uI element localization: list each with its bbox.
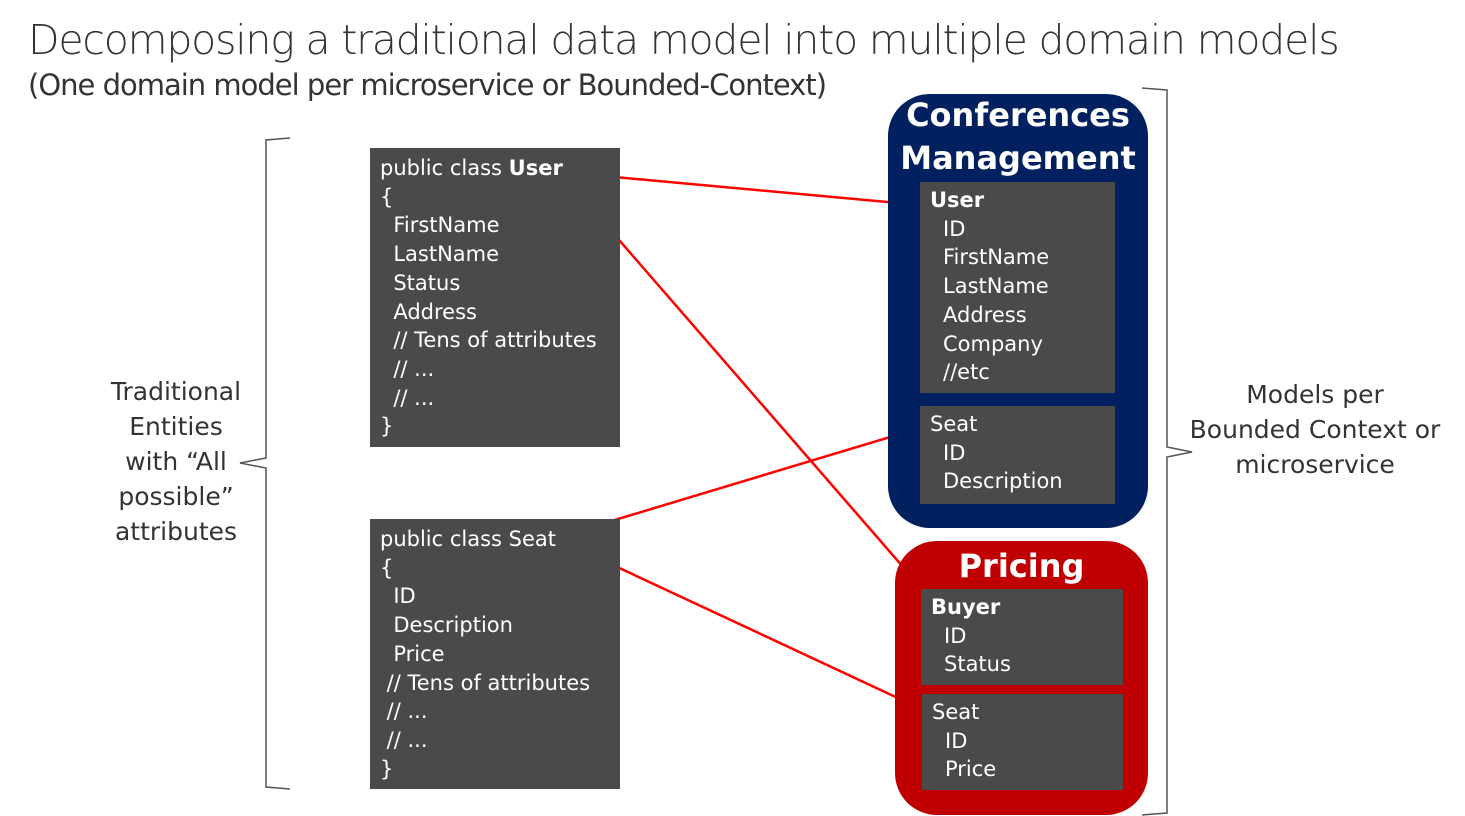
- label-line: possible”: [118, 482, 234, 511]
- code-line: Status: [380, 270, 461, 295]
- models-per-context-label: Models per Bounded Context or microservi…: [1175, 377, 1455, 482]
- code-line: // ...: [380, 385, 435, 410]
- code-line: // ...: [380, 699, 428, 724]
- entity-field: Price: [945, 757, 997, 782]
- context-title: Pricing: [958, 547, 1085, 585]
- code-line: {: [380, 184, 394, 209]
- entity-name: Seat: [930, 412, 978, 436]
- entity-field: ID: [943, 440, 966, 465]
- code-line: }: [380, 414, 394, 439]
- arrow-user-to-conferences-user: [559, 170, 920, 205]
- label-line: with “All: [125, 447, 227, 476]
- entity-field: Company: [943, 331, 1043, 356]
- code-line: }: [380, 756, 394, 781]
- pricing-seat-entity: Seat ID Price: [922, 694, 1123, 790]
- code-line: // ...: [380, 727, 428, 752]
- entity-field: FirstName: [943, 245, 1050, 270]
- seat-class-box: public class Seat { ID Description Price…: [370, 519, 620, 789]
- title-line: Management: [900, 139, 1136, 177]
- code-line: // ...: [380, 356, 435, 381]
- label-line: Bounded Context or: [1189, 415, 1441, 444]
- entity-field: ID: [944, 623, 967, 648]
- entity-field: //etc: [943, 360, 990, 385]
- right-brace: [1141, 87, 1193, 816]
- entity-field: Status: [944, 652, 1011, 677]
- entity-field: ID: [945, 728, 968, 753]
- entity-field: Description: [943, 469, 1063, 494]
- user-class-box: public class User { FirstName LastName S…: [370, 148, 620, 447]
- page-subtitle: (One domain model per microservice or Bo…: [28, 68, 827, 102]
- code-line: LastName: [380, 242, 500, 267]
- title-line: Conferences: [906, 96, 1130, 134]
- code-line: // Tens of attributes: [380, 670, 591, 695]
- label-line: microservice: [1235, 450, 1395, 479]
- label-line: Models per: [1246, 380, 1384, 409]
- conferences-user-entity: User ID FirstName LastName Address Compa…: [920, 182, 1115, 393]
- code-line: Address: [380, 299, 477, 324]
- code-line: FirstName: [380, 213, 500, 238]
- code-line: Price: [380, 641, 445, 666]
- code-line: // Tens of attributes: [380, 328, 597, 353]
- label-line: Traditional: [110, 377, 242, 406]
- page-title: Decomposing a traditional data model int…: [28, 16, 1340, 64]
- label-line: Entities: [129, 412, 223, 441]
- class-name: User: [508, 156, 563, 180]
- entity-name: User: [930, 188, 985, 212]
- code-line: Description: [380, 613, 513, 638]
- traditional-entities-label: Traditional Entities with “All possible”…: [96, 374, 256, 549]
- left-brace: [239, 137, 291, 790]
- arrow-user-to-pricing-buyer: [559, 171, 930, 598]
- entity-name: Buyer: [931, 595, 1001, 619]
- conferences-seat-entity: Seat ID Description: [920, 406, 1115, 504]
- entity-field: ID: [943, 216, 966, 241]
- pricing-buyer-entity: Buyer ID Status: [921, 589, 1123, 685]
- code-line: {: [380, 555, 394, 580]
- entity-field: LastName: [943, 274, 1049, 299]
- context-title: Conferences Management: [888, 94, 1148, 180]
- class-name: Seat: [508, 527, 557, 551]
- code-keyword: public class: [380, 156, 509, 180]
- entity-field: Address: [943, 302, 1027, 327]
- code-line: ID: [380, 584, 416, 609]
- entity-name: Seat: [932, 700, 980, 724]
- label-line: attributes: [114, 517, 238, 546]
- code-keyword: public class: [380, 527, 509, 551]
